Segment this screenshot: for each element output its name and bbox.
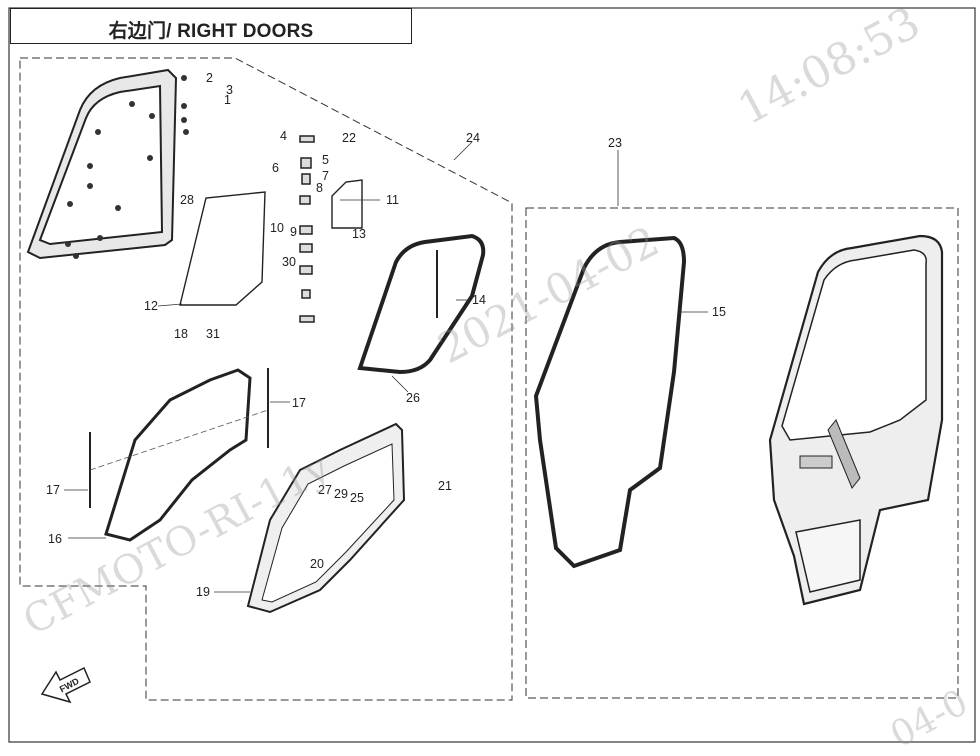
callout-16: 16 bbox=[48, 532, 62, 546]
complete-door-23 bbox=[768, 234, 944, 606]
callout-30: 30 bbox=[282, 255, 296, 269]
callout-labels: 24 23 15 14 26 11 12 13 16 17 17 19 20 2… bbox=[46, 71, 726, 599]
callout-12: 12 bbox=[144, 299, 158, 313]
axis-dashed bbox=[89, 409, 269, 471]
fwd-arrow: FWD bbox=[40, 666, 91, 704]
callout-17-right: 17 bbox=[292, 396, 306, 410]
left-assembly-boundary bbox=[19, 57, 513, 701]
window-glass-12 bbox=[179, 191, 266, 306]
lower-door-frame-16 bbox=[104, 368, 252, 542]
callout-7: 7 bbox=[322, 169, 329, 183]
callout-10: 10 bbox=[270, 221, 284, 235]
callout-11: 11 bbox=[386, 193, 399, 207]
callout-19: 19 bbox=[196, 585, 210, 599]
callout-25: 25 bbox=[350, 491, 364, 505]
callout-13: 13 bbox=[352, 227, 366, 241]
right-assembly-boundary bbox=[525, 207, 959, 699]
callout-24: 24 bbox=[466, 131, 480, 145]
callout-27: 27 bbox=[318, 483, 332, 497]
callout-28: 28 bbox=[180, 193, 194, 207]
callout-1: 1 bbox=[224, 93, 231, 107]
callout-22: 22 bbox=[342, 131, 356, 145]
upper-door-frame bbox=[26, 68, 178, 260]
door-seal-15 bbox=[533, 235, 687, 569]
callout-26: 26 bbox=[406, 391, 420, 405]
upper-frame-bolts bbox=[65, 75, 189, 259]
leader-lines bbox=[64, 141, 708, 593]
callout-21: 21 bbox=[438, 479, 452, 493]
callout-6: 6 bbox=[272, 161, 279, 175]
callout-3: 3 bbox=[226, 83, 233, 97]
callout-17-left: 17 bbox=[46, 483, 60, 497]
callout-9: 9 bbox=[290, 225, 297, 239]
callout-8: 8 bbox=[316, 181, 323, 195]
callout-20: 20 bbox=[310, 557, 324, 571]
callout-15: 15 bbox=[712, 305, 726, 319]
callout-5: 5 bbox=[322, 153, 329, 167]
callout-14: 14 bbox=[472, 293, 486, 307]
outer-frame bbox=[8, 7, 976, 743]
window-seal-14 bbox=[357, 233, 486, 375]
callout-31: 31 bbox=[206, 327, 220, 341]
callout-2: 2 bbox=[206, 71, 213, 85]
callout-18: 18 bbox=[174, 327, 188, 341]
title-box: 右边门/ RIGHT DOORS bbox=[10, 8, 412, 44]
slider-glass-11 bbox=[331, 179, 363, 229]
page-title: 右边门/ RIGHT DOORS bbox=[108, 21, 314, 42]
hinge-stack bbox=[299, 135, 315, 323]
callout-23: 23 bbox=[608, 136, 622, 150]
callout-4: 4 bbox=[280, 129, 287, 143]
callout-29: 29 bbox=[334, 487, 348, 501]
